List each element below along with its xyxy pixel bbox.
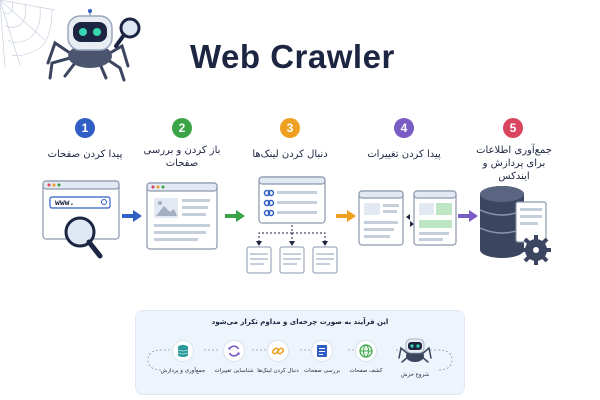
find-pages-illustration (42, 180, 120, 259)
cycle-title: این فرآیند به صورت چرخه‌ای و مداوم تکرار… (211, 318, 389, 326)
document-icon (311, 340, 333, 362)
robot-spider-mascot (46, 9, 141, 82)
cycle-label-follow: دنبال کردن لینک‌ها (257, 368, 299, 374)
arrow-icon (122, 210, 142, 222)
step-label-3: دنبال کردن لینک‌ها (252, 149, 328, 160)
search-url-text: www. (55, 198, 75, 207)
find-changes-illustration (358, 190, 457, 246)
database-icon (172, 340, 194, 362)
spider-icon (398, 338, 432, 363)
globe-icon (355, 340, 377, 362)
step-label-2: باز کردن و بررسی صفحات (143, 145, 221, 169)
step-label-5: جمع‌آوری اطلاعات برای پردازش و ایندکس (476, 145, 552, 182)
step-badge-2: 2 (172, 118, 192, 138)
cycle-label-start: شروع خزش (400, 372, 430, 378)
cycle-label-detect: شناسایی تغییرات (214, 368, 254, 374)
arrow-icon (458, 210, 478, 222)
step-label-1: پیدا کردن صفحات (47, 149, 123, 160)
follow-links-illustration (246, 176, 338, 274)
arrow-icon (225, 210, 245, 222)
cycle-label-collect: جمع‌آوری و پردازش (160, 368, 206, 374)
step-badge-5: 5 (503, 118, 523, 138)
step-badge-4: 4 (394, 118, 414, 138)
step-label-4: پیدا کردن تغییرات (367, 149, 441, 160)
step-badge-3: 3 (280, 118, 300, 138)
refresh-icon (223, 340, 245, 362)
database-illustration (479, 186, 551, 265)
cycle-label-review: بررسی صفحات (303, 368, 341, 374)
open-page-illustration (146, 182, 218, 250)
link-icon (267, 340, 289, 362)
arrow-icon (336, 210, 356, 222)
page-title: Web Crawler (190, 38, 395, 75)
cobweb-decoration (0, 0, 56, 69)
step-badge-1: 1 (75, 118, 95, 138)
cycle-label-discover: کشف صفحات (349, 368, 383, 374)
